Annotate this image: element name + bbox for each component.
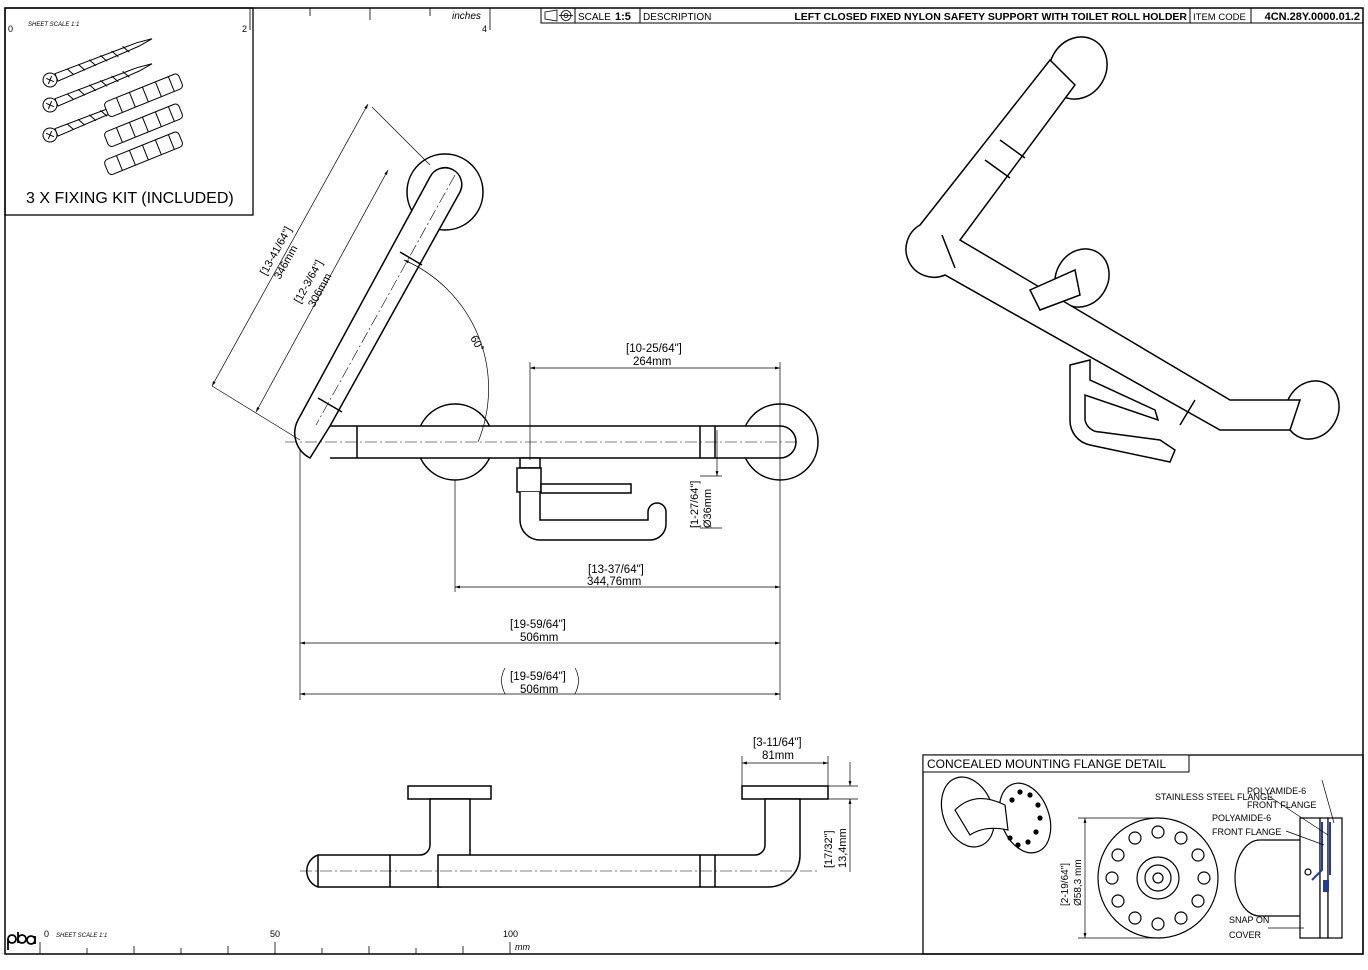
flange-section-view: [1234, 779, 1343, 939]
sheet-border: [4, 7, 1364, 955]
inch-ruler-4: 4: [482, 24, 487, 34]
label-stainless-flange: STAINLESS STEEL FLANGE: [1155, 792, 1273, 802]
mm-ruler-unit: mm: [515, 942, 530, 952]
dim-ref-span-mm: 506mm: [520, 684, 558, 696]
wall-plug-icon: [104, 73, 183, 175]
flange-dia-in: [2-19/64"]: [1060, 863, 1071, 906]
mm-ruler-50: 50: [270, 929, 280, 939]
dim-horizontal: [299, 362, 781, 700]
screw-icon: [42, 38, 153, 143]
label-cover: COVER: [1229, 930, 1262, 940]
dim-full-span-in: [19-59/64"]: [510, 619, 566, 631]
flange-dia-mm: Ø58,3 mm: [1073, 859, 1084, 906]
label-front-flange-2: FRONT FLANGE: [1212, 827, 1281, 837]
bottom-mm-ruler: [39, 942, 511, 954]
item-code-label: ITEM CODE: [1193, 12, 1246, 23]
flange-top: [406, 153, 484, 231]
mm-ruler-100: 100: [503, 929, 518, 939]
dim-mid-span-in: [13-37/64"]: [588, 564, 644, 576]
fixing-kit-panel: [4, 7, 254, 216]
fixing-kit-scale: SHEET SCALE 1:1: [28, 22, 79, 28]
projection-symbol-icon: [544, 9, 573, 22]
dim-tube-dia-mm: Ø36mm: [702, 489, 714, 528]
isometric-view: [905, 36, 1340, 463]
fixing-kit-caption: 3 X FIXING KIT (INCLUDED): [26, 190, 234, 207]
dim-tube-dia-in: [1-27/64"]: [689, 481, 701, 528]
label-polyamide-2: POLYAMIDE-6: [1212, 813, 1271, 823]
dim-diagonal: [211, 103, 489, 443]
pba-logo: [7, 932, 36, 950]
label-front-flange-1: FRONT FLANGE: [1247, 800, 1316, 810]
flange-exploded-view: [940, 776, 1052, 854]
dim-flange-th-mm: 13,4mm: [837, 828, 849, 868]
bottom-view: [300, 785, 829, 888]
dim-full-span-mm: 506mm: [520, 632, 558, 644]
inch-ruler-2: 2: [242, 24, 247, 34]
mm-ruler-0: 0: [44, 929, 49, 939]
label-polyamide-1: POLYAMIDE-6: [1247, 786, 1306, 796]
bottom-sheet-scale: SHEET SCALE 1:1: [56, 933, 107, 939]
flange-front-view: [1078, 817, 1219, 939]
item-code: 4CN.28Y.0000.01.2: [1265, 11, 1360, 23]
label-snap-on: SNAP ON: [1229, 915, 1269, 925]
flange-detail-title: CONCEALED MOUNTING FLANGE DETAIL: [927, 757, 1166, 771]
dim-mid-span-mm: 344,76mm: [587, 576, 641, 588]
logo-text: pba: [2, 953, 4, 955]
dim-ref-span-in: [19-59/64"]: [510, 671, 566, 683]
dim-projection-in: [3-11/64"]: [753, 737, 802, 749]
scale-value: 1:5: [615, 11, 631, 23]
description-text: LEFT CLOSED FIXED NYLON SAFETY SUPPORT W…: [794, 11, 1187, 23]
dim-top-span-in: [10-25/64"]: [626, 343, 682, 355]
description-label: DESCRIPTION: [643, 12, 711, 23]
dim-flange-th-in: [17/32"]: [823, 830, 835, 868]
scale-label: SCALE: [578, 12, 611, 23]
dim-top-span-mm: 264mm: [633, 356, 671, 368]
dim-bottom: [741, 756, 858, 872]
title-block: [540, 7, 1364, 24]
flange-detail-panel: [922, 754, 1364, 955]
inch-ruler-0: 0: [8, 24, 13, 34]
inch-ruler-unit: inches: [452, 11, 481, 22]
top-inch-ruler: [249, 8, 491, 30]
dim-projection-mm: 81mm: [762, 750, 794, 762]
